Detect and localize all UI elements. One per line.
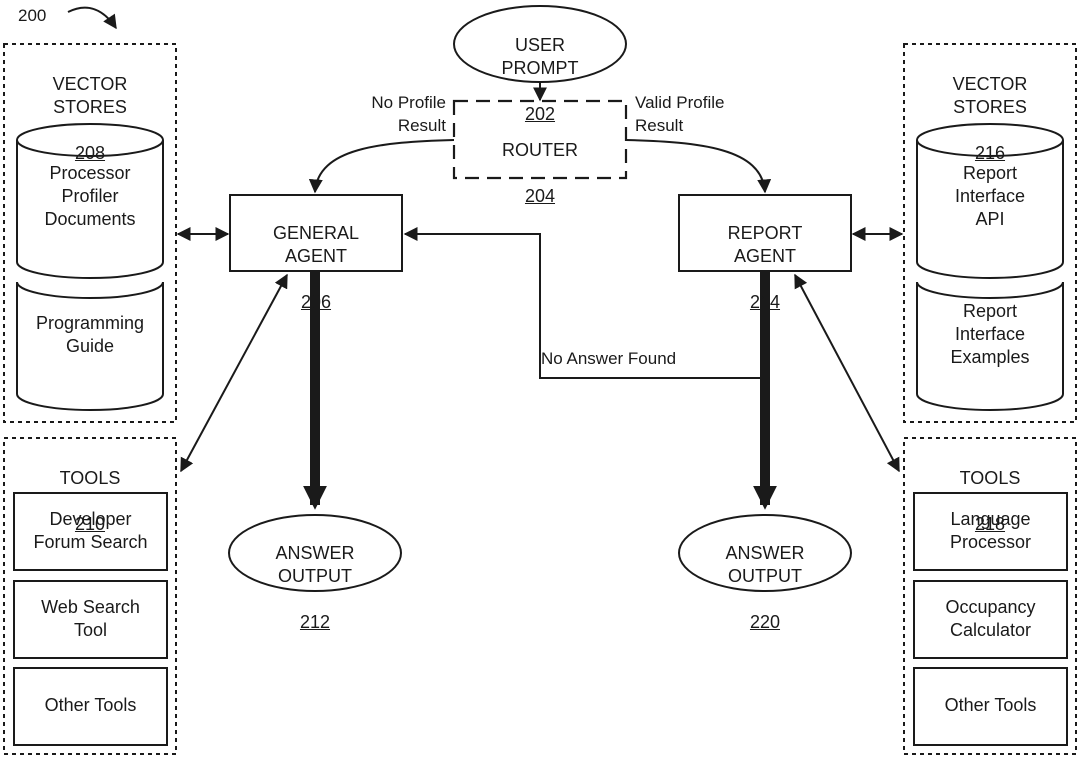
vector-stores-right-ref: 216 xyxy=(974,143,1006,163)
edge-report-to-general-no-answer xyxy=(403,227,765,379)
user-prompt-ellipse xyxy=(453,5,627,83)
figure-pointer-arrow xyxy=(67,6,117,30)
vector-store-left-item-2: Programming Guide xyxy=(35,313,145,356)
report-agent-node: REPORT AGENT 214 xyxy=(679,199,851,337)
tool-left-box-2 xyxy=(13,580,168,659)
tool-right-box-1 xyxy=(913,492,1068,571)
answer-output-left-ellipse xyxy=(228,514,402,592)
edge-label-valid-profile: Valid Profile Result xyxy=(635,93,725,135)
vector-stores-left-label: VECTOR STORES xyxy=(52,74,128,117)
router-ref: 204 xyxy=(524,186,556,206)
answer-output-left-label: ANSWER OUTPUT xyxy=(275,543,355,586)
tool-right-box-2 xyxy=(913,580,1068,659)
tool-right-item-3: Other Tools xyxy=(944,695,1037,715)
tools-right-ref: 218 xyxy=(974,514,1006,534)
answer-output-right-label: ANSWER OUTPUT xyxy=(725,543,805,586)
tools-right-title: TOOLS 218 xyxy=(904,444,1076,559)
vector-store-left-item-1: Processor Profiler Documents xyxy=(44,163,136,229)
tools-right-label: TOOLS xyxy=(959,468,1021,488)
report-agent-box xyxy=(678,194,852,272)
vector-stores-left-title: VECTOR STORES 208 xyxy=(4,50,176,188)
report-agent-ref: 214 xyxy=(749,292,781,312)
tools-left-container xyxy=(3,437,177,755)
vector-store-right-item-1: Report Interface API xyxy=(954,163,1026,229)
edge-router-to-report xyxy=(625,139,772,194)
vector-stores-right-container xyxy=(903,43,1077,423)
general-agent-box xyxy=(229,194,403,272)
vector-stores-right-title: VECTOR STORES 216 xyxy=(904,50,1076,188)
tools-left-label: TOOLS xyxy=(59,468,121,488)
user-prompt-label: USER PROMPT xyxy=(501,35,579,78)
tool-right-item-2: Occupancy Calculator xyxy=(945,597,1036,640)
tool-left-item-2: Web Search Tool xyxy=(41,597,140,640)
vector-store-right-item-2: Report Interface Examples xyxy=(950,301,1030,367)
answer-output-right-ref: 220 xyxy=(749,612,781,632)
tool-left-item-1: Developer Forum Search xyxy=(33,509,148,552)
report-agent-label: REPORT AGENT xyxy=(727,223,803,266)
edge-router-to-general xyxy=(308,139,455,194)
vector-stores-right-label: VECTOR STORES xyxy=(952,74,1028,117)
tool-left-box-3 xyxy=(13,667,168,746)
tool-left-item-3: Other Tools xyxy=(44,695,137,715)
cylinder-left-top xyxy=(16,140,164,279)
answer-output-left-ref: 212 xyxy=(299,612,331,632)
general-agent-label: GENERAL AGENT xyxy=(272,223,360,266)
cylinder-right-bottom xyxy=(916,282,1064,411)
figure-number: 200 xyxy=(18,6,47,25)
user-prompt-node: USER PROMPT 202 xyxy=(454,11,626,149)
edge-label-no-answer: No Answer Found xyxy=(541,349,677,368)
general-agent-node: GENERAL AGENT 206 xyxy=(230,199,402,337)
tool-left-box-1 xyxy=(13,492,168,571)
tools-left-ref: 210 xyxy=(74,514,106,534)
vector-stores-left-ref: 208 xyxy=(74,143,106,163)
router-node: ROUTER 204 xyxy=(454,116,626,231)
answer-output-left-node: ANSWER OUTPUT 212 xyxy=(229,519,401,657)
vector-stores-left-container xyxy=(3,43,177,423)
router-box xyxy=(452,99,628,180)
tools-left-title: TOOLS 210 xyxy=(4,444,176,559)
user-prompt-ref: 202 xyxy=(524,104,556,124)
edge-tools-left-general xyxy=(180,273,288,473)
general-agent-ref: 206 xyxy=(300,292,332,312)
tool-right-item-1: Language Processor xyxy=(949,509,1032,552)
cylinder-left-bottom xyxy=(16,282,164,411)
tool-right-box-3 xyxy=(913,667,1068,746)
answer-output-right-node: ANSWER OUTPUT 220 xyxy=(679,519,851,657)
answer-output-right-ellipse xyxy=(678,514,852,592)
edge-tools-right-report xyxy=(794,273,900,473)
edge-label-no-profile: No Profile Result xyxy=(371,93,446,135)
cylinder-right-top xyxy=(916,140,1064,279)
tools-right-container xyxy=(903,437,1077,755)
router-label: ROUTER xyxy=(502,140,578,160)
